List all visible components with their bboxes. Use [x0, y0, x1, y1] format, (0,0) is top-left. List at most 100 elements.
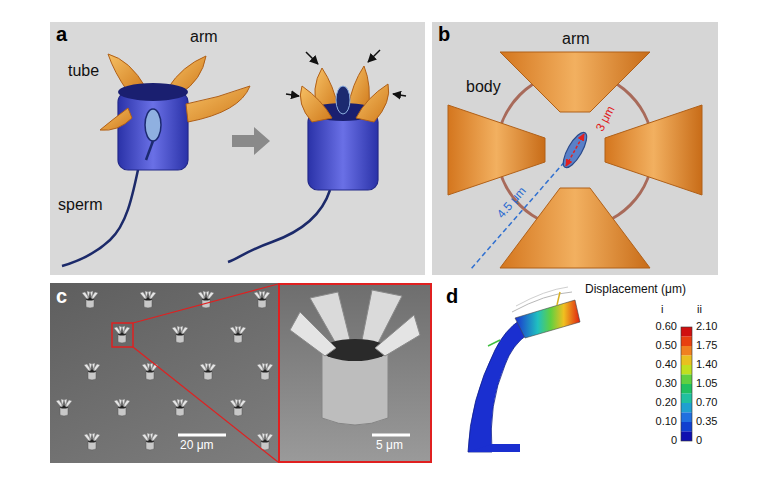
device-arm: [100, 108, 132, 130]
device-arm: [375, 315, 420, 356]
force-arrow: [306, 52, 318, 64]
tick-value: 0.70: [696, 396, 717, 409]
microdevice-array: [140, 291, 156, 308]
color-bar: [681, 403, 692, 413]
tube-opening: [118, 83, 188, 101]
microdevice-array: [82, 291, 98, 308]
color-bar: [681, 346, 692, 356]
part-label: arm: [190, 28, 218, 46]
microdevice-array: [257, 363, 273, 380]
panel-letter: d: [446, 285, 458, 308]
undeformed-outline: [516, 287, 568, 306]
force-arrow: [368, 50, 380, 62]
figure-panel: c 20 μm 5 μm: [50, 283, 432, 463]
tick-value: 0: [696, 434, 702, 447]
sem-ground: [50, 283, 432, 463]
sperm-neck: [146, 141, 153, 160]
tick-value: 1.05: [696, 377, 717, 390]
device-tube: [118, 92, 188, 170]
dimension-line: [470, 150, 575, 270]
sperm-head: [145, 109, 161, 141]
scale-bar: [372, 434, 410, 437]
tick-value: 0.35: [696, 415, 717, 428]
dimension-line: [566, 134, 584, 166]
microdevice-array: [84, 433, 100, 450]
arm-model: [468, 320, 528, 452]
microdevice-array: [114, 399, 130, 416]
force-arrow: [286, 94, 299, 96]
inset-panel: 5 μm: [278, 283, 432, 463]
part-label: arm: [562, 30, 590, 48]
color-bar: [681, 394, 692, 404]
dimension-label: 4.5 μm: [495, 185, 530, 222]
panel-letter: a: [56, 23, 67, 46]
sperm-tail: [228, 190, 330, 262]
figure-panel: barmbody3 μm4.5 μm: [432, 22, 718, 275]
tick-value: 0: [647, 434, 677, 447]
panel-b-art: [432, 22, 718, 275]
device-arm: [356, 84, 389, 122]
colorbar-title: Displacement (μm): [585, 283, 686, 297]
tick-value: 0.20: [647, 396, 677, 409]
tick-value: 0.50: [647, 339, 677, 352]
sperm-head: [559, 129, 591, 171]
force-arrow: [393, 94, 406, 96]
panel-ground: [432, 22, 718, 275]
color-bar: [681, 327, 692, 441]
figure-panel: a arm tube sperm: [50, 22, 425, 275]
inset-ground: [279, 284, 431, 462]
microdevice-array: [84, 363, 100, 380]
panel-d-art: [468, 287, 692, 452]
tick-value: 0.40: [647, 358, 677, 371]
panel-a-art: [50, 22, 425, 275]
arm-plate: [448, 105, 545, 195]
device-arm: [290, 312, 336, 356]
microdevice-array: [230, 326, 246, 343]
device-arm: [300, 86, 332, 122]
column-head: ii: [697, 303, 702, 316]
color-bar: [681, 375, 692, 385]
part-label: tube: [68, 62, 99, 80]
scale-bar-label: 20 μm: [180, 439, 214, 453]
transition-arrow: [232, 127, 270, 155]
color-bar: [681, 422, 692, 432]
dimension-label: 3 μm: [594, 104, 619, 134]
tick-value: 1.75: [696, 339, 717, 352]
color-bar: [681, 365, 692, 375]
microdevice-array: [254, 291, 270, 308]
tick-value: 0.60: [647, 320, 677, 333]
color-bar: [681, 432, 692, 442]
color-bar: [681, 327, 692, 441]
device-tube: [308, 112, 378, 190]
microdevice-array: [56, 399, 72, 416]
panel-letter: c: [56, 285, 67, 308]
scale-bar: [178, 434, 226, 437]
arm-base: [468, 444, 520, 452]
color-bar: [681, 413, 692, 423]
panel-letter: b: [438, 23, 450, 46]
scale-bar-label: 5 μm: [376, 439, 403, 453]
microdevice-array: [114, 326, 130, 343]
microdevice-array: [172, 326, 188, 343]
zoom-line: [133, 284, 278, 323]
zoom-box: [112, 323, 133, 347]
color-bar: [681, 384, 692, 394]
load-arrow: [557, 292, 560, 305]
panel-ground: [50, 22, 425, 275]
panel-c-art: [50, 283, 432, 463]
arm-plate: [500, 52, 650, 112]
load-arrow: [488, 340, 500, 346]
tick-value: 0.10: [647, 415, 677, 428]
device-arm: [186, 86, 250, 122]
arm-tip-model: [515, 300, 580, 338]
part-label: sperm: [58, 196, 102, 214]
microdevice-array: [200, 363, 216, 380]
arm-plate: [605, 105, 702, 195]
tick-value: 0.30: [647, 377, 677, 390]
zoom-line: [133, 347, 278, 462]
color-bar: [681, 327, 692, 337]
tick-value: 2.10: [696, 320, 717, 333]
sperm-head: [336, 86, 350, 114]
